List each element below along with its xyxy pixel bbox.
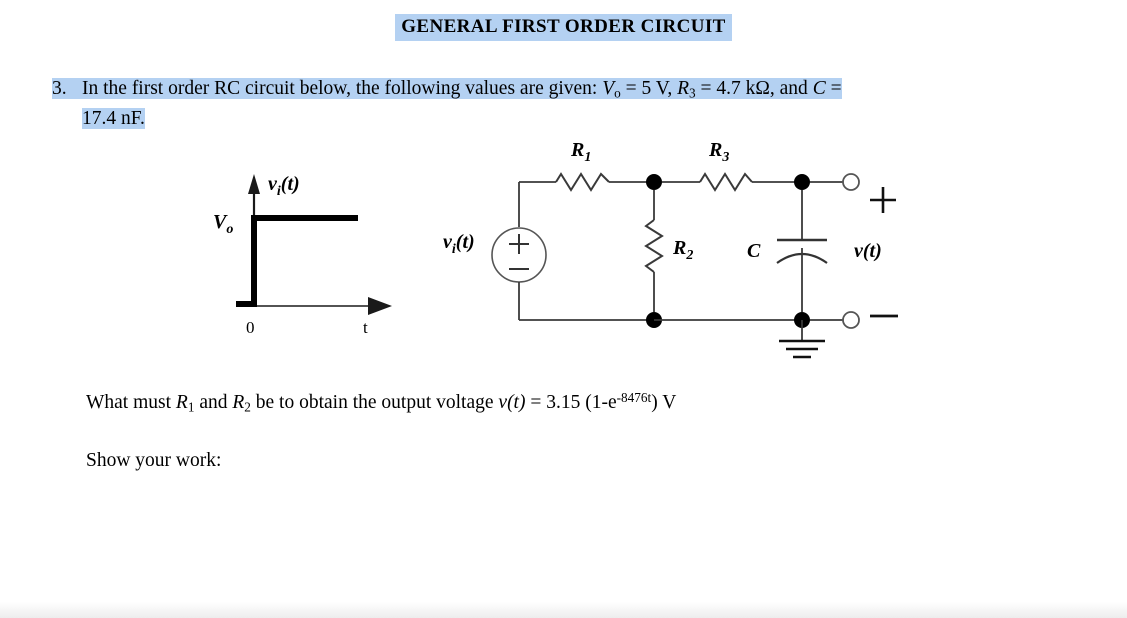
source-label-main: v (443, 231, 453, 253)
r2-label-main: R (672, 237, 686, 259)
v0-value: = 5 V, (620, 78, 678, 99)
waveform-x-axis-arrow (368, 297, 392, 315)
prompt-r2-symbol: R (232, 391, 245, 413)
prompt-text-b: and (194, 391, 233, 413)
output-terminal-plus (842, 173, 860, 191)
question-block: 3. In the first order RC circuit below, t… (52, 76, 1082, 131)
waveform-amplitude-main: V (213, 211, 228, 233)
prompt-r1-subscript: 1 (187, 399, 195, 415)
r1-label-sub: 1 (584, 150, 591, 165)
output-voltage-tail: (t) (863, 240, 882, 262)
prompt-text-a: What must (86, 391, 176, 413)
prompt-text-d: = 3.15 (1-e (525, 391, 617, 413)
waveform-y-label-main: v (268, 173, 278, 195)
r3-label-main: R (708, 139, 722, 161)
output-terminal-minus (842, 311, 860, 329)
v0-subscript: o (614, 85, 621, 101)
input-waveform-graph (236, 174, 392, 315)
waveform-y-label-tail: (t) (281, 173, 300, 195)
v0-symbol: V (602, 78, 615, 99)
prompt-text-c: be to obtain the output voltage (250, 391, 499, 413)
page-title: GENERAL FIRST ORDER CIRCUIT (0, 14, 1127, 41)
source-label: vi(t) (443, 231, 475, 257)
waveform-y-label-sub: i (277, 184, 281, 199)
output-voltage-main: v (854, 240, 864, 262)
circuit-schematic (491, 172, 898, 359)
r1-label: R1 (570, 139, 591, 165)
r2-label-sub: 2 (685, 248, 693, 263)
prompt-vt-tail: (t) (507, 391, 526, 413)
r3-symbol: R (677, 78, 690, 99)
waveform-amplitude-label: Vo (213, 211, 233, 237)
page-title-text: GENERAL FIRST ORDER CIRCUIT (395, 14, 732, 41)
r2-label: R2 (672, 237, 693, 263)
question-line-1-highlight: 3. In the first order RC circuit below, t… (52, 78, 842, 101)
waveform-origin-label: 0 (246, 318, 255, 337)
output-voltage-label: v(t) (854, 240, 882, 262)
prompt-exponent: -8476t (616, 390, 652, 405)
question-text-a: In the first order RC circuit below, the… (82, 78, 603, 99)
prompt-find-resistors: What must R1 and R2 be to obtain the out… (86, 390, 676, 416)
node-dot-top-right (794, 174, 810, 190)
step-function-trace (236, 215, 358, 307)
question-line-2: 17.4 nF. (52, 106, 1082, 131)
capacitor-label: C (747, 240, 761, 262)
question-line-2-highlight: 17.4 nF. (82, 107, 145, 129)
question-number: 3. (52, 78, 67, 99)
r3-label: R3 (708, 139, 729, 165)
waveform-x-label: t (363, 318, 368, 337)
prompt-vt-symbol: v (498, 391, 508, 413)
c-equals: = (825, 78, 842, 99)
source-label-sub: i (452, 242, 456, 257)
resistor-r3 (699, 172, 753, 192)
node-dot-top-left (646, 174, 662, 190)
source-label-tail: (t) (456, 231, 475, 253)
prompt-r2-subscript: 2 (244, 399, 251, 415)
r3-label-sub: 3 (721, 150, 729, 165)
figure-labels: vi(t) Vo 0 t vi(t) R1 R2 R3 C v(t) (213, 139, 882, 337)
waveform-amplitude-sub: o (226, 222, 233, 237)
prompt-r1-symbol: R (175, 391, 188, 413)
r3-value: = 4.7 kΩ, and (695, 78, 813, 99)
resistor-r2 (644, 219, 664, 273)
prompt-show-work: Show your work: (86, 450, 222, 471)
c-symbol: C (812, 78, 826, 99)
prompt-text-e: ) V (651, 391, 677, 413)
r1-label-main: R (570, 139, 584, 161)
resistor-r1 (555, 172, 610, 192)
waveform-y-label: vi(t) (268, 173, 300, 199)
bottom-strip (0, 602, 1127, 618)
figure-area: vi(t) Vo 0 t vi(t) R1 R2 R3 C v(t) (0, 130, 1127, 375)
question-line-1: 3. In the first order RC circuit below, t… (52, 76, 1082, 106)
r3-subscript: 3 (689, 85, 696, 101)
waveform-y-axis-arrow (248, 174, 260, 194)
